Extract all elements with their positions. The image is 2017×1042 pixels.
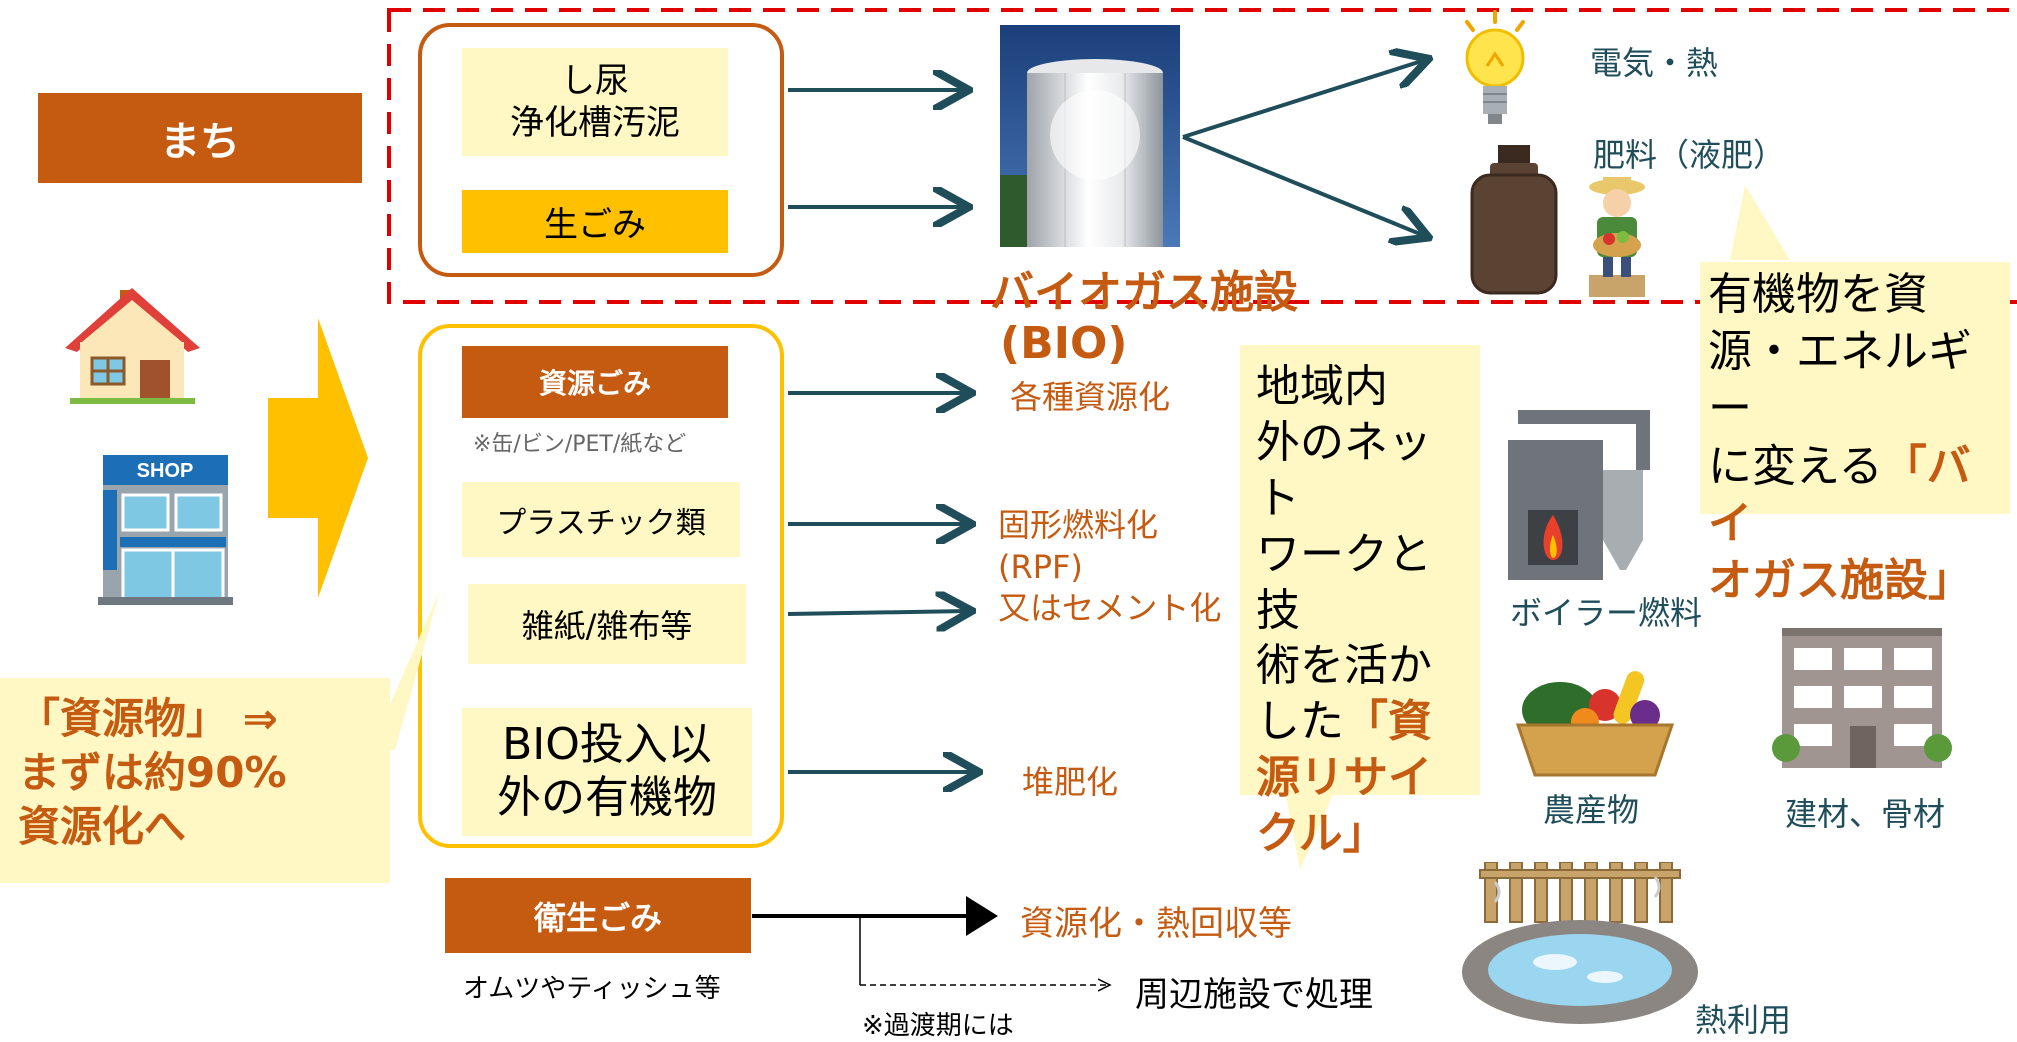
bottom-group-frame bbox=[418, 324, 784, 848]
callout-network-line5: した「資 bbox=[1256, 694, 1464, 750]
arrow-denki bbox=[1182, 60, 1425, 139]
product-nousan: 農産物 bbox=[1543, 791, 1640, 829]
namagomi-item: 生ごみ bbox=[462, 190, 728, 253]
biogas-tank-image bbox=[1000, 25, 1180, 247]
result-taihi: 堆肥化 bbox=[1022, 763, 1119, 801]
zasshi-item: 雑紙/雑布等 bbox=[468, 584, 746, 664]
eisei-alt: 周辺施設で処理 bbox=[1135, 975, 1373, 1015]
callout-network-line3: ワークと技 bbox=[1256, 528, 1432, 636]
shigen-gomi-note: ※缶/ビン/PET/紙など bbox=[473, 432, 687, 457]
eisei-result: 資源化・熱回収等 bbox=[1020, 904, 1292, 944]
farmer-icon bbox=[1585, 175, 1650, 300]
shinyo-line1: し尿 bbox=[561, 60, 629, 101]
biogas-title: バイオガス施設 bbox=[990, 267, 1298, 318]
shop-icon: SHOP bbox=[98, 455, 233, 605]
fertilizer-tank-icon bbox=[1468, 145, 1560, 295]
callout-network-line5-normal: した bbox=[1256, 696, 1344, 748]
eisei-gomi-item: 衛生ごみ bbox=[445, 878, 751, 953]
callout-network-line5-bold: 「資 bbox=[1344, 696, 1432, 748]
callout-biogas-line4: オガス施設」 bbox=[1708, 554, 1972, 606]
callout-left-line1: 「資源物」 ⇒ bbox=[18, 694, 278, 743]
callout-left-line2: まずは約90% bbox=[18, 747, 287, 797]
callout-network: 地域内 外のネット ワークと技 術を活か した「資 源リサイ クル」 bbox=[1240, 345, 1480, 859]
callout-left: 「資源物」 ⇒ まずは約90% 資源化へ bbox=[0, 678, 390, 883]
callout-biogas: 有機物を資 源・エネルギー に変える「バイ オガス施設」 bbox=[1700, 262, 2010, 606]
shigen-gomi-item: 資源ごみ bbox=[462, 346, 728, 418]
callout-biogas-line3: に変える「バイ bbox=[1708, 438, 2002, 552]
biogas-subtitle: (BIO) bbox=[1000, 318, 1128, 369]
shop-sign-text: SHOP bbox=[137, 460, 194, 482]
bio-other-line2: 外の有機物 bbox=[497, 772, 717, 823]
product-boiler: ボイラー燃料 bbox=[1510, 594, 1703, 632]
arrow-hiryo bbox=[1182, 135, 1425, 236]
result-rpf-line2: (RPF) bbox=[998, 547, 1083, 586]
output-denki: 電気・熱 bbox=[1590, 44, 1719, 82]
house-icon bbox=[60, 280, 205, 405]
lightbulb-icon bbox=[1455, 10, 1535, 130]
callout-biogas-tail bbox=[1730, 185, 1790, 260]
result-shigenka: 各種資源化 bbox=[1010, 378, 1171, 416]
bio-other-item: BIO投入以 外の有機物 bbox=[462, 708, 752, 836]
callout-network-line1: 地域内 bbox=[1256, 361, 1388, 412]
building-icon bbox=[1772, 628, 1952, 768]
callout-biogas-line1: 有機物を資 bbox=[1708, 269, 1928, 320]
shinyo-line2: 浄化槽汚泥 bbox=[510, 103, 680, 143]
output-hiryo: 肥料（液肥） bbox=[1593, 136, 1786, 174]
eisei-note: オムツやティッシュ等 bbox=[463, 974, 721, 1004]
callout-biogas-line3-normal: に変える bbox=[1708, 440, 1883, 492]
hot-spring-icon bbox=[1455, 861, 1705, 1030]
callout-network-line4: 術を活か bbox=[1256, 640, 1432, 692]
callout-biogas-line2: 源・エネルギー bbox=[1708, 326, 1972, 435]
callout-network-line7: クル」 bbox=[1256, 808, 1387, 859]
result-rpf: 固形燃料化 (RPF) 又はセメント化 bbox=[998, 505, 1221, 630]
callout-biogas-line3-bold: 「バイ bbox=[1708, 440, 1971, 549]
callout-network-tail bbox=[1285, 790, 1335, 870]
biogas-region-frame bbox=[387, 8, 2017, 304]
bio-other-line1: BIO投入以 bbox=[502, 719, 712, 771]
arrow-zasshi bbox=[787, 611, 968, 614]
callout-left-line3: 資源化へ bbox=[18, 801, 187, 851]
product-kenzai: 建材、骨材 bbox=[1785, 795, 1946, 833]
callout-network-line2: 外のネット bbox=[1256, 416, 1432, 524]
boiler-icon bbox=[1508, 410, 1673, 580]
vegetables-icon bbox=[1510, 660, 1680, 780]
result-rpf-line3: 又はセメント化 bbox=[998, 589, 1222, 628]
big-flow-arrow bbox=[268, 318, 368, 598]
machi-label: まち bbox=[38, 93, 362, 183]
plastic-item: プラスチック類 bbox=[462, 482, 740, 557]
eisei-alt-note: ※過渡期には bbox=[862, 1011, 1014, 1041]
callout-network-line6: 源リサイ bbox=[1256, 752, 1432, 804]
product-netsu: 熱利用 bbox=[1695, 1001, 1792, 1039]
result-rpf-line1: 固形燃料化 bbox=[998, 506, 1159, 544]
shinyo-item: し尿 浄化槽汚泥 bbox=[462, 48, 728, 156]
top-group-frame bbox=[418, 23, 784, 277]
